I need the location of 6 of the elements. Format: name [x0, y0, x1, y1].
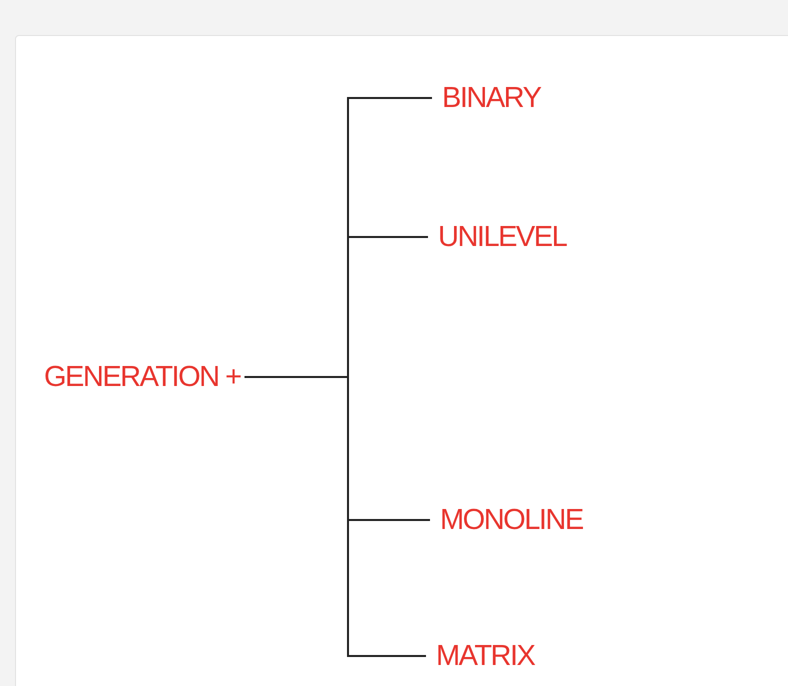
node-label: MONOLINE: [440, 503, 583, 538]
node-label: MATRIX: [436, 639, 534, 674]
node-label: UNILEVEL: [438, 220, 566, 255]
node-label: BINARY: [442, 81, 540, 116]
tree-connector: [244, 376, 426, 657]
node-label: GENERATION +: [44, 360, 241, 395]
